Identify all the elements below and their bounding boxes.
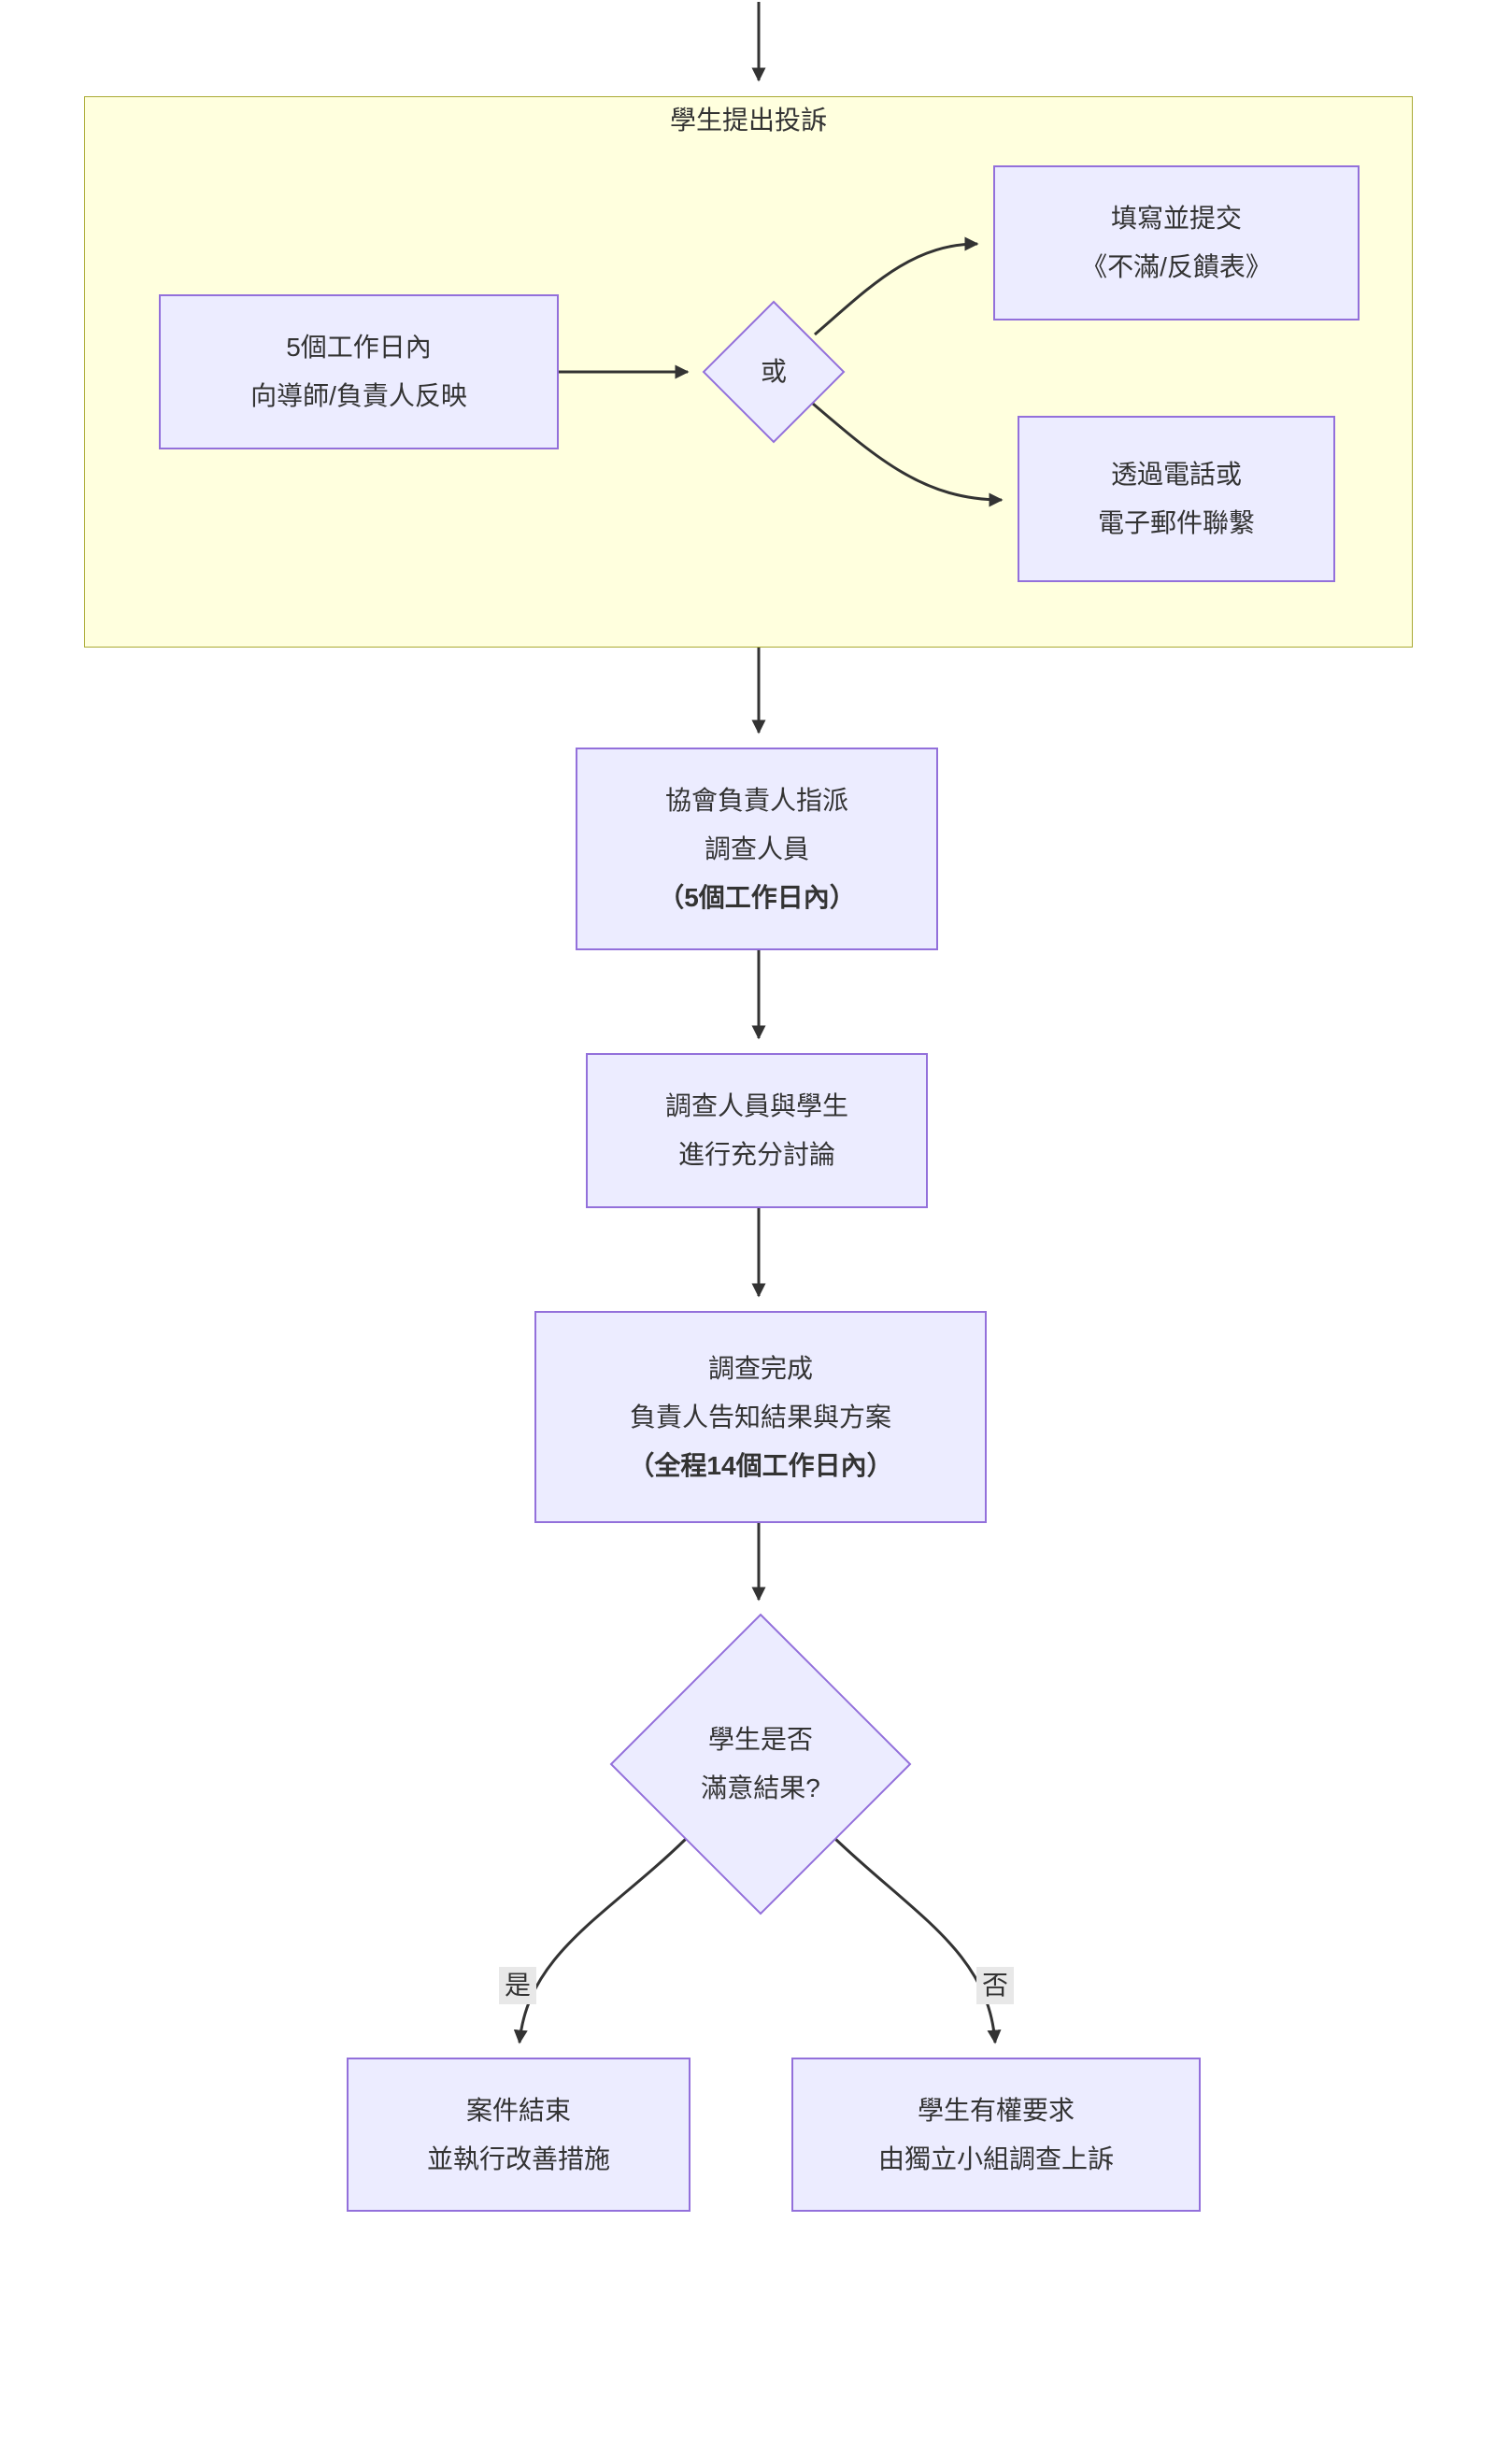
node-decision-satisfied-label: 學生是否 滿意結果?: [611, 1615, 910, 1914]
node-contact-phone-email: 透過電話或 電子郵件聯繫: [1018, 416, 1335, 582]
node-text-line: 調查人員與學生: [664, 1091, 848, 1120]
node-text-line: 調查人員: [704, 833, 809, 863]
node-text-line: 填寫並提交: [1110, 204, 1242, 233]
node-report-to-tutor: 5個工作日內 向導師/負責人反映: [159, 294, 559, 449]
node-text-line: 協會負責人指派: [664, 785, 848, 815]
node-decision-diamond-shape: [609, 1613, 912, 1916]
edge-decision-no: [833, 1837, 1002, 2044]
node-text-line: 電子郵件聯繫: [1097, 508, 1255, 537]
node-text-line: 由獨立小組調查上訴: [877, 2144, 1114, 2173]
node-investigation-complete: 調查完成 負責人告知結果與方案 （全程14個工作日內）: [534, 1311, 987, 1523]
node-text-line: 案件結束: [465, 2095, 571, 2125]
node-discuss-with-student: 調查人員與學生 進行充分討論: [586, 1053, 928, 1208]
node-text-line: 進行充分討論: [677, 1140, 835, 1169]
node-text-line: 滿意結果?: [701, 1773, 820, 1802]
node-text-line: 向導師/負責人反映: [250, 381, 467, 410]
node-case-closed: 案件結束 並執行改善措施: [347, 2058, 691, 2212]
edge-label-yes: 是: [498, 1967, 537, 2004]
node-text-line: 並執行改善措施: [426, 2144, 610, 2173]
node-text-line: 負責人告知結果與方案: [629, 1402, 891, 1431]
node-submit-feedback-form: 填寫並提交 《不滿/反饋表》: [993, 165, 1360, 320]
edge-decision-yes: [513, 1837, 688, 2044]
node-text-line: 《不滿/反饋表》: [1081, 252, 1272, 281]
node-text-line-bold: （5個工作日內）: [658, 882, 856, 912]
node-text-line: 調查完成: [707, 1353, 813, 1383]
subgraph-title: 學生提出投訴: [669, 106, 827, 135]
node-assign-investigator: 協會負責人指派 調查人員 （5個工作日內）: [576, 748, 938, 950]
node-appeal-independent-panel: 學生有權要求 由獨立小組調查上訴: [791, 2058, 1201, 2212]
node-text-line: 學生有權要求: [917, 2095, 1075, 2125]
node-text-line: 透過電話或: [1110, 460, 1242, 489]
node-text-line-bold: （全程14個工作日內）: [628, 1450, 893, 1480]
node-text-line: 學生是否: [707, 1725, 813, 1754]
node-text-line: 5個工作日內: [286, 333, 432, 362]
edge-label-no: 否: [975, 1967, 1015, 2004]
